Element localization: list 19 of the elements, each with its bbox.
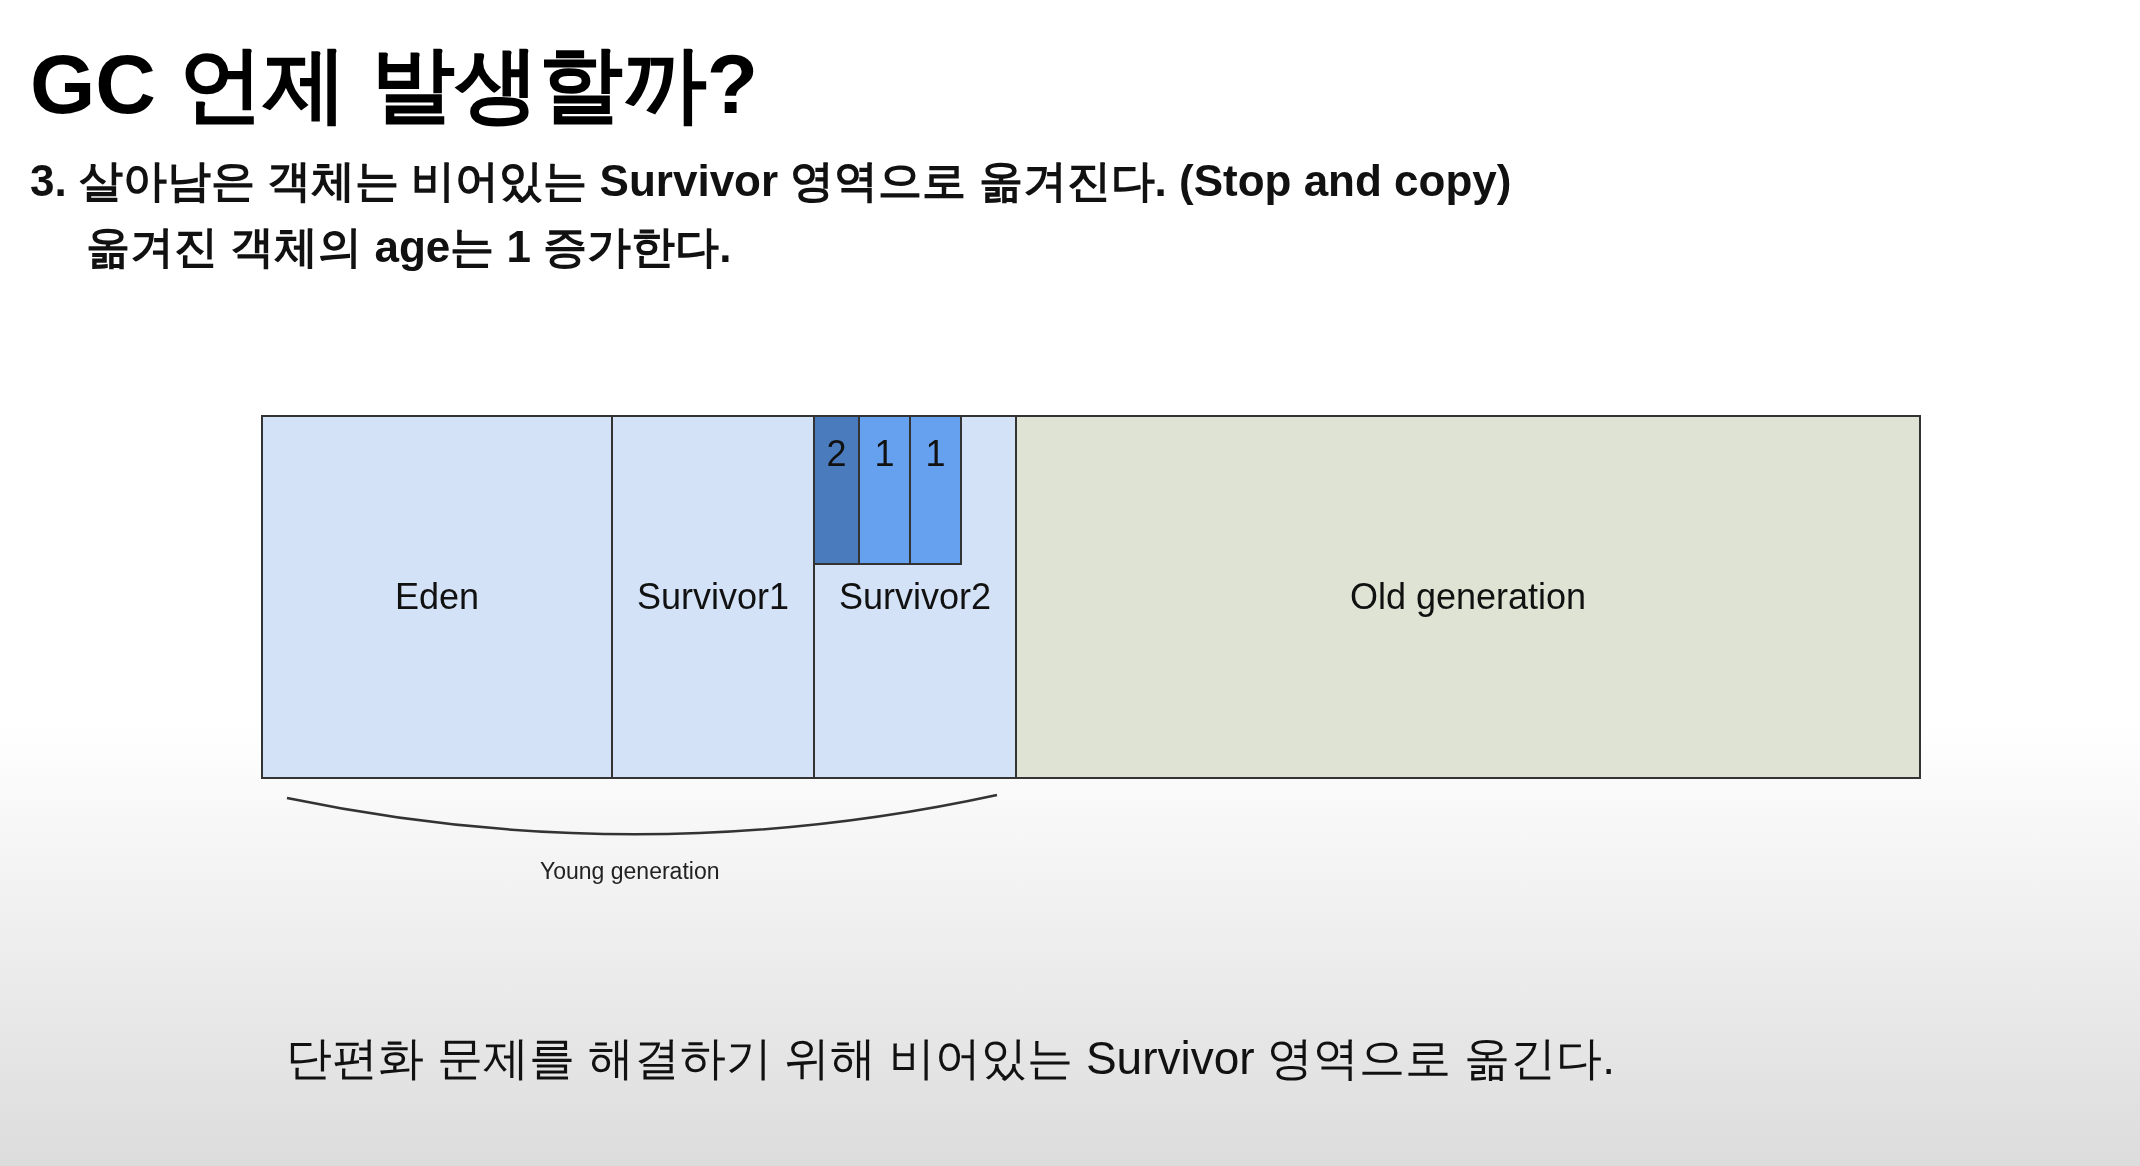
subtitle: 3. 살아남은 객체는 비어있는 Survivor 영역으로 옮겨진다. (Stop and copy) [30, 155, 1512, 207]
object-block [909, 415, 962, 565]
subtitle: 옮겨진 객체의 age는 1 증가한다. [86, 221, 732, 273]
region-label: Survivor2 [838, 576, 992, 618]
object-block [858, 415, 911, 565]
memory-region [813, 415, 1017, 779]
note: 단편화 문제를 해결하기 위해 비어있는 Survivor 영역으로 옮긴다. [286, 1031, 1615, 1086]
age-number: 1 [873, 433, 896, 475]
memory-region [1015, 415, 1921, 779]
region-label: Old generation [1348, 576, 1588, 618]
region-label: Eden [393, 576, 481, 618]
memory-region [261, 415, 613, 779]
age-number: 1 [924, 433, 947, 475]
brace-label: Young generation [540, 858, 720, 885]
object-block [813, 415, 860, 565]
region-label: Survivor1 [635, 576, 791, 618]
age-number: 2 [825, 433, 848, 475]
title: GC 언제 발생할까? [30, 36, 758, 133]
memory-region [611, 415, 815, 779]
